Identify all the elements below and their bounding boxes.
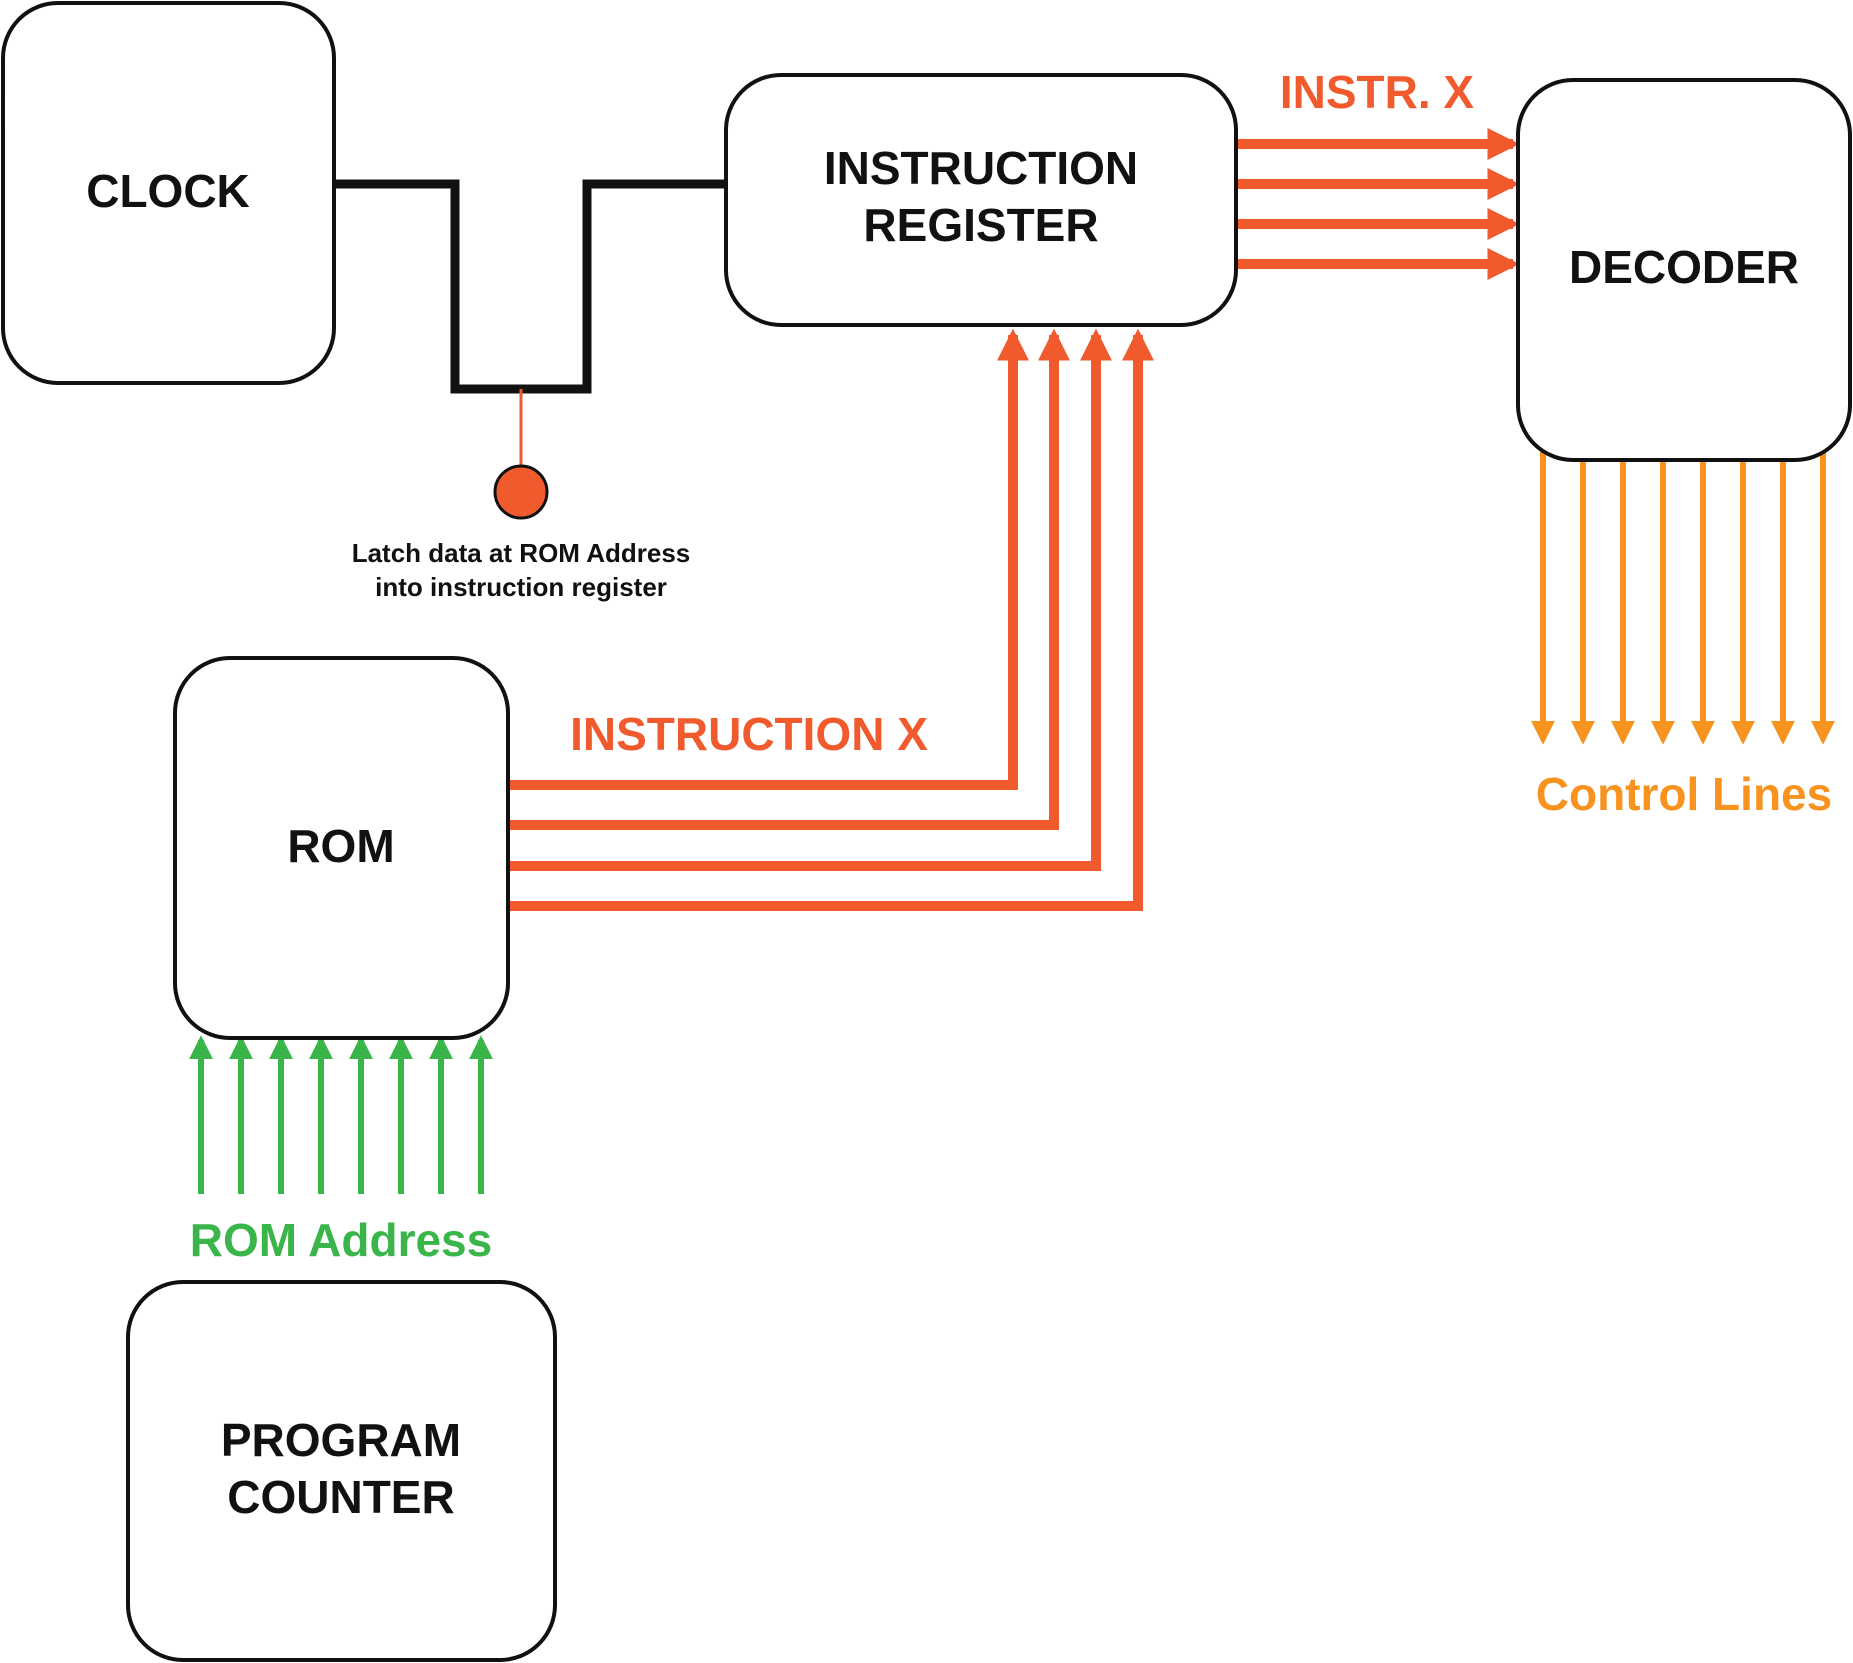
rom-label: ROM — [287, 820, 394, 872]
clock-label: CLOCK — [86, 165, 250, 217]
clock-wire — [334, 179, 726, 394]
clock-block: CLOCK — [1, 1, 336, 385]
latch-note-line1: Latch data at ROM Address — [352, 538, 691, 568]
latch-dot — [493, 464, 549, 520]
control-lines — [1531, 452, 1835, 745]
instruction-bus-rom-to-ir — [508, 328, 1155, 911]
instruction-x-label: INSTRUCTION X — [570, 708, 928, 760]
rom-address-label: ROM Address — [190, 1214, 492, 1266]
bus-line — [508, 328, 1113, 871]
control-lines-label: Control Lines — [1536, 768, 1832, 820]
program-counter-block: PROGRAM COUNTER — [126, 1280, 557, 1662]
instruction-bus-ir-to-decoder — [1236, 127, 1520, 281]
bus-line — [508, 328, 1030, 790]
rom-address-lines — [189, 1035, 493, 1194]
instruction-register-label-line1: INSTRUCTION — [824, 142, 1138, 194]
instruction-register-block: INSTRUCTION REGISTER — [724, 73, 1238, 327]
decoder-block: DECODER — [1516, 78, 1852, 462]
bus-line — [508, 328, 1155, 911]
program-counter-label-line1: PROGRAM — [221, 1414, 461, 1466]
latch-note-line2: into instruction register — [375, 572, 667, 602]
instr-x-label: INSTR. X — [1280, 66, 1475, 118]
decoder-label: DECODER — [1569, 241, 1799, 293]
rom-block: ROM — [173, 656, 510, 1040]
instruction-register-label-line2: REGISTER — [863, 199, 1098, 251]
program-counter-label-line2: COUNTER — [227, 1471, 454, 1523]
bus-line — [508, 328, 1071, 830]
